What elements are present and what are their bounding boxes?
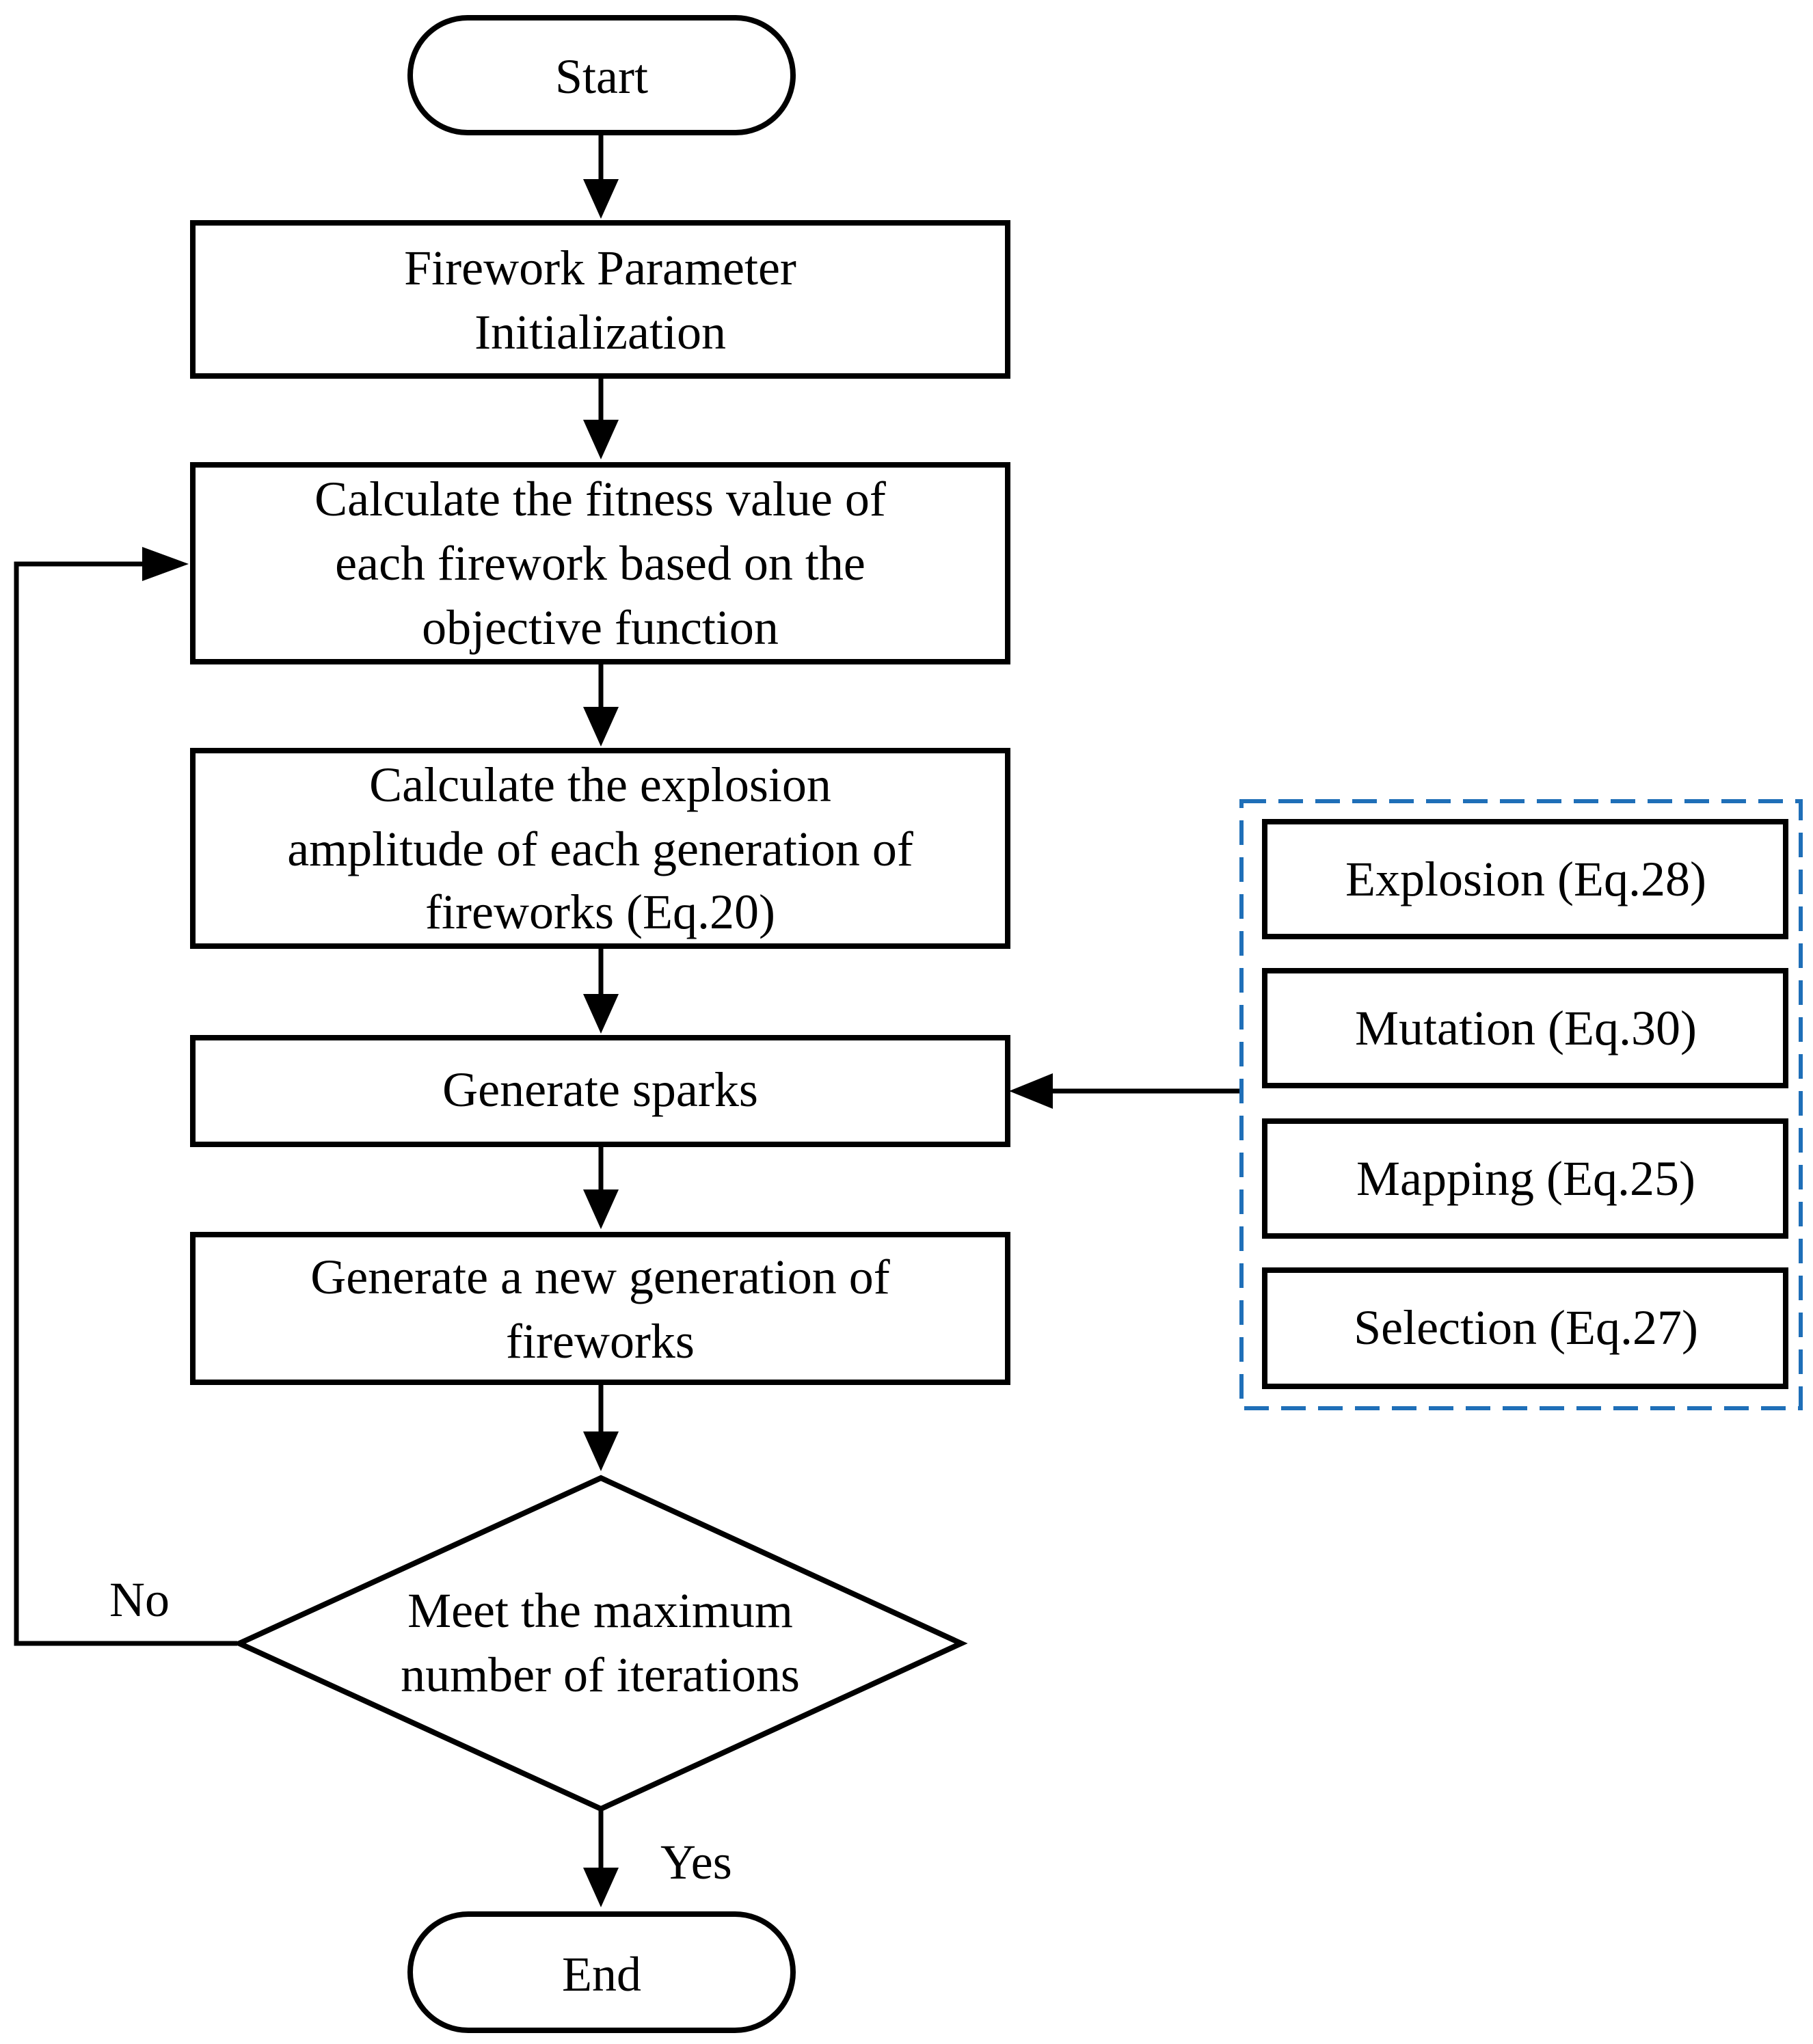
decision-label-line-2: number of iterations [401, 1648, 800, 1702]
amplitude-box: Calculate the explosion amplitude of eac… [190, 748, 1010, 949]
new-generation-label-line-2: fireworks [506, 1314, 695, 1369]
operator-selection-box: Selection (Eq.27) [1262, 1267, 1788, 1389]
amplitude-label-line-2: amplitude of each generation of [287, 822, 913, 876]
amplitude-label-line-3: fireworks (Eq.20) [425, 885, 775, 939]
arrow-init-to-fitness [583, 377, 619, 459]
operator-mapping-box: Mapping (Eq.25) [1262, 1118, 1788, 1239]
operators-group-border [1239, 799, 1803, 1410]
new-generation-label-line-1: Generate a new generation of [310, 1250, 890, 1304]
operator-selection-label: Selection (Eq.27) [1354, 1300, 1698, 1355]
arrow-new-generation-to-decision [583, 1384, 619, 1471]
arrow-start-to-init [583, 134, 619, 219]
operators-group: Explosion (Eq.28) Mutation (Eq.30) Mappi… [1239, 799, 1803, 1410]
operator-mutation-label: Mutation (Eq.30) [1355, 1001, 1697, 1055]
fitness-box: Calculate the fitness value of each fire… [190, 462, 1010, 664]
new-generation-box: Generate a new generation of fireworks [190, 1232, 1010, 1385]
init-label-line-1: Firework Parameter [404, 241, 796, 295]
end-terminal: End [407, 1911, 796, 2033]
fitness-label-line-1: Calculate the fitness value of [314, 472, 886, 526]
arrow-fitness-to-amplitude [583, 663, 619, 747]
operator-mapping-label: Mapping (Eq.25) [1356, 1151, 1695, 1206]
amplitude-label-line-1: Calculate the explosion [369, 757, 831, 812]
decision-diamond: Meet the maximum number of iterations [232, 1475, 968, 1812]
operator-explosion-label: Explosion (Eq.28) [1345, 852, 1706, 906]
fitness-label-line-3: objective function [422, 600, 779, 655]
arrow-no-loop-to-fitness [14, 547, 237, 1646]
sparks-box: Generate sparks [190, 1035, 1010, 1147]
init-label-line-2: Initialization [474, 305, 726, 360]
arrow-decision-to-end [583, 1806, 619, 1907]
init-box: Firework Parameter Initialization [190, 220, 1010, 379]
start-label: Start [555, 49, 648, 104]
arrow-sparks-to-new-generation [583, 1146, 619, 1229]
start-terminal: Start [407, 15, 796, 135]
arrow-amplitude-to-sparks [583, 947, 619, 1034]
yes-label: Yes [660, 1835, 732, 1890]
decision-label-line-1: Meet the maximum [407, 1583, 793, 1638]
end-label: End [562, 1947, 641, 2002]
fitness-label-line-2: each firework based on the [335, 536, 865, 591]
sparks-label: Generate sparks [442, 1062, 758, 1117]
arrow-operators-to-sparks [1009, 1073, 1241, 1109]
connectors [14, 134, 1241, 1907]
no-label: No [109, 1572, 170, 1627]
operator-explosion-box: Explosion (Eq.28) [1262, 819, 1788, 939]
operator-mutation-box: Mutation (Eq.30) [1262, 968, 1788, 1088]
